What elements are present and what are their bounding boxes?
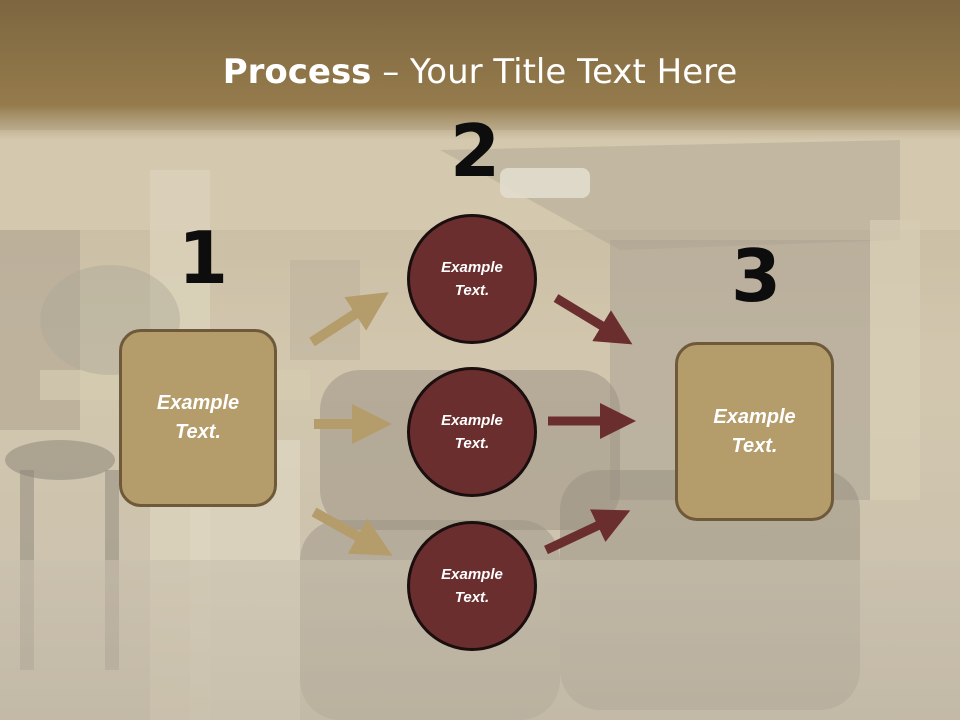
arrow-bottom-to-3 (544, 509, 631, 555)
step-number-3: 3 (731, 234, 782, 318)
step-1-box: Example Text. (119, 329, 277, 507)
arrow-1-to-top (309, 292, 389, 347)
title-bold: Process (222, 52, 372, 92)
step-2-circle-bottom: Example Text. (407, 521, 537, 651)
arrow-1-to-bottom (311, 507, 393, 556)
arrow-top-to-3 (553, 294, 633, 345)
circle-middle-label: Example Text. (441, 412, 503, 452)
slide-title: Process – Your Title Text Here (0, 52, 960, 92)
step-3-box: Example Text. (675, 342, 834, 521)
step-number-2: 2 (450, 109, 501, 193)
step-1-label: Example Text. (156, 392, 240, 443)
step-number-1: 1 (178, 216, 229, 300)
circle-top-label: Example Text. (441, 259, 503, 299)
step-2-circle-middle: Example Text. (407, 367, 537, 497)
circle-bottom-label: Example Text. (441, 566, 503, 606)
title-rest: – Your Title Text Here (371, 52, 738, 92)
step-2-circle-top: Example Text. (407, 214, 537, 344)
step-3-label: Example Text. (713, 405, 796, 457)
